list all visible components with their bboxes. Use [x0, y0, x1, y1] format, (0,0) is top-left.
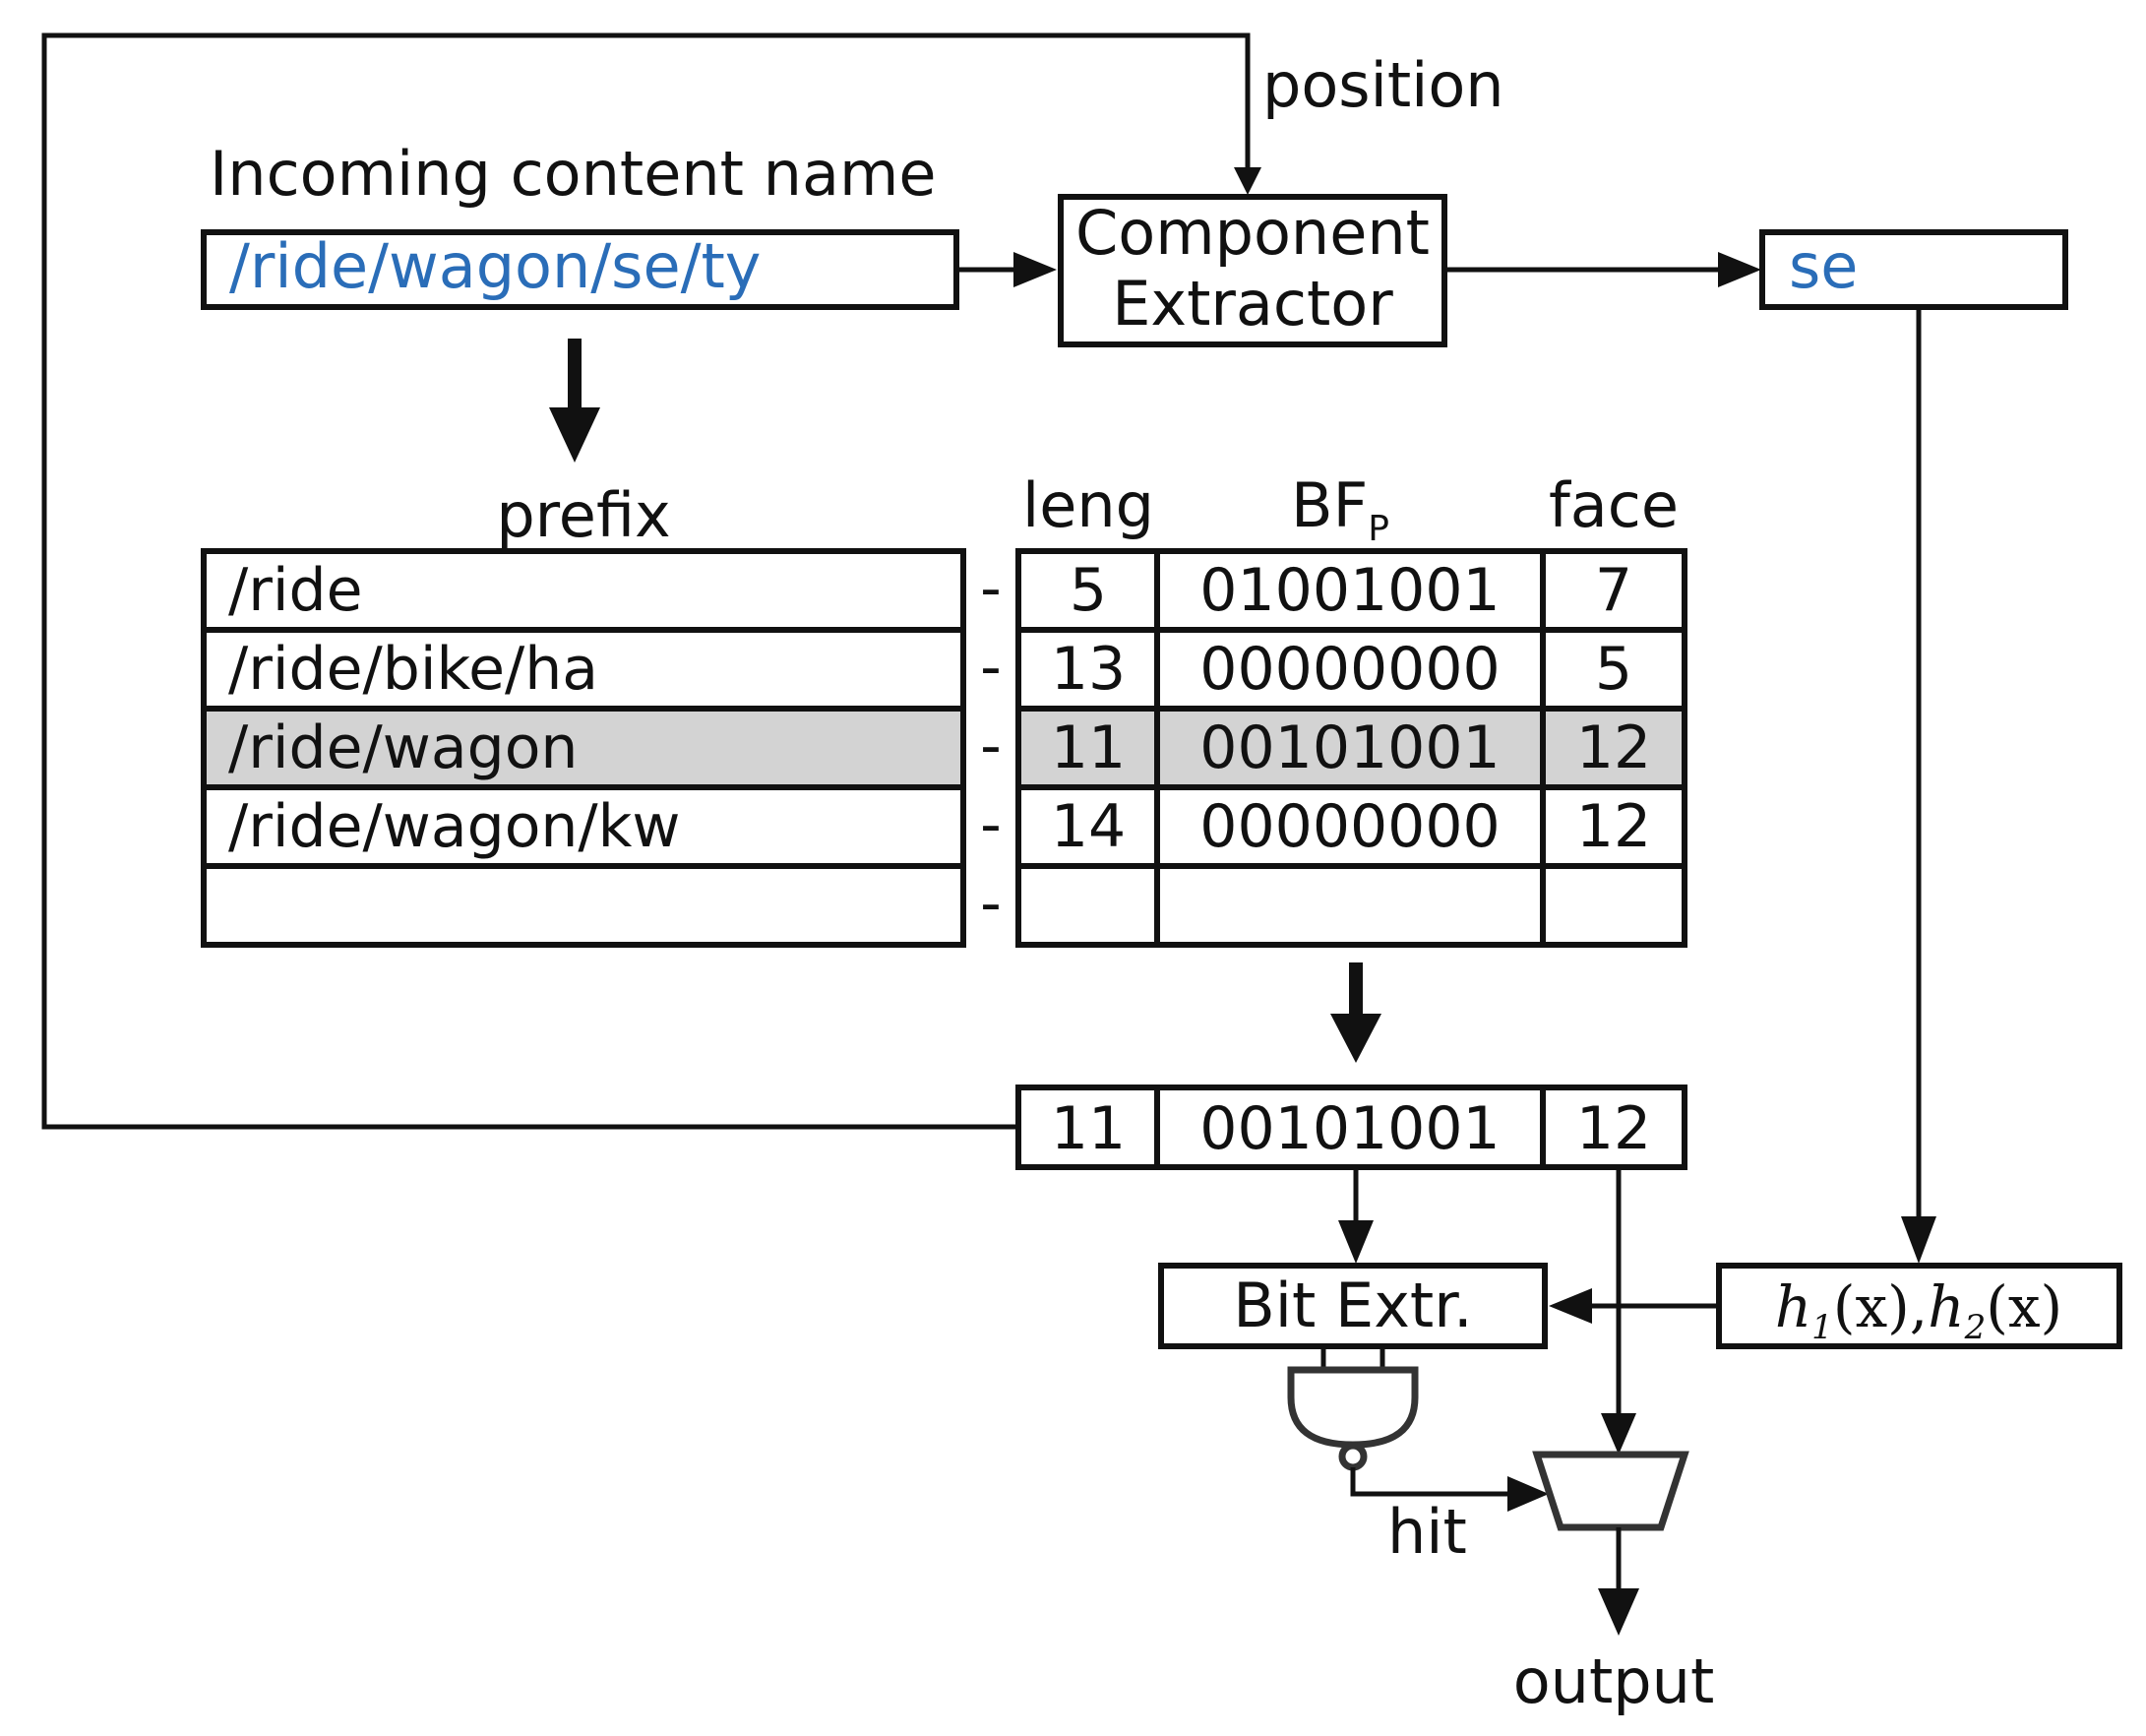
table-row-separator-dash: -	[980, 633, 1002, 702]
hash-h2: h	[1928, 1273, 1964, 1340]
table-cell-face	[1540, 706, 1687, 790]
table-face-text: 12	[1576, 792, 1651, 861]
component-extractor-label-line1: Component	[1075, 197, 1430, 269]
table-bf-text: 00101001	[1199, 713, 1500, 782]
multiplexer-icon	[1532, 1451, 1689, 1531]
hash-functions-box	[1716, 1263, 2122, 1349]
name-to-extractor-arrowhead	[1013, 252, 1057, 287]
table-row-separator-dash: -	[980, 869, 1002, 938]
bf-column-header: BFP	[1291, 469, 1389, 549]
table-face-text: 12	[1576, 713, 1651, 782]
prefix-column-header: prefix	[496, 479, 670, 551]
incoming-name-value: /ride/wagon/se/ty	[229, 230, 762, 302]
bf-header-subscript: P	[1368, 509, 1389, 549]
position-arrowhead	[1234, 167, 1261, 195]
table-cell-leng	[1015, 863, 1160, 948]
table-prefix-text: /ride	[228, 556, 363, 625]
position-label: position	[1262, 49, 1504, 121]
selected-leng: 11	[1051, 1094, 1126, 1163]
table-face-text: 7	[1595, 556, 1632, 625]
table-cell-face	[1540, 548, 1687, 633]
table-leng-text: 5	[1070, 556, 1107, 625]
hit-line	[1350, 1467, 1515, 1497]
table-row-separator-dash: -	[980, 712, 1002, 780]
table-bf-text: 00000000	[1199, 635, 1500, 704]
table-prefix-text: /ride/bike/ha	[228, 635, 598, 704]
table-cell-prefix	[201, 784, 966, 869]
table-cell-face	[1540, 863, 1687, 948]
table-row: /ride/bike/ha 13 00000000 5 -	[201, 627, 1687, 712]
hit-label: hit	[1387, 1496, 1467, 1568]
table-row: /ride/wagon/kw 14 00000000 12 -	[201, 784, 1687, 869]
selected-bf: 00101001	[1199, 1094, 1500, 1163]
table-leng-text: 14	[1051, 792, 1126, 861]
bf-to-bitextr-arrowhead	[1338, 1220, 1374, 1264]
selected-entry: 11 00101001 12	[1015, 1085, 1687, 1170]
table-row-separator-dash: -	[980, 790, 1002, 859]
bit-extractor-label: Bit Extr.	[1233, 1270, 1472, 1341]
face-to-mux-arrowhead	[1601, 1413, 1636, 1455]
table-face-text: 5	[1595, 635, 1632, 704]
leng-column-header: leng	[1022, 469, 1154, 541]
component-to-hash-arrowhead	[1901, 1216, 1936, 1264]
table-to-selected-arrowhead	[1330, 1014, 1381, 1063]
table-row: /ride 5 01001001 7 -	[201, 548, 1687, 633]
extractor-to-component-arrowhead	[1718, 252, 1761, 287]
table-cell-prefix	[201, 706, 966, 790]
position-feedback-line	[41, 32, 1251, 1130]
table-leng-text: 13	[1051, 635, 1126, 704]
table-bf-text: 01001001	[1199, 556, 1500, 625]
selected-face: 12	[1576, 1094, 1651, 1163]
table-row-separator-dash: -	[980, 554, 1002, 623]
selected-face-cell	[1540, 1085, 1687, 1170]
hash-h1-arg: (x)	[1833, 1273, 1910, 1340]
face-column-header: face	[1549, 469, 1679, 541]
table-prefix-text: /ride/wagon	[228, 713, 578, 782]
hash-functions-label: h1(x),h2(x)	[1775, 1273, 2062, 1347]
bit-extractor-box	[1158, 1263, 1548, 1349]
component-extractor-label-line2: Extractor	[1112, 268, 1393, 340]
table-bf-text: 00000000	[1199, 792, 1500, 861]
table-cell-face	[1540, 784, 1687, 869]
hash-separator: ,	[1910, 1273, 1928, 1340]
table-cell-prefix	[201, 863, 966, 948]
hash-to-bitextr-arrowhead	[1549, 1288, 1592, 1324]
table-row: /ride/wagon 11 00101001 12 -	[201, 706, 1687, 790]
hash-h1: h	[1775, 1273, 1811, 1340]
prefix-table: /ride 5 01001001 7 - /ride/bike/ha 13 00000000 5…	[201, 548, 1687, 948]
mux-to-output-arrowhead	[1598, 1588, 1639, 1636]
output-label: output	[1513, 1645, 1715, 1717]
table-leng-text: 11	[1051, 713, 1126, 782]
extracted-component-value: se	[1789, 230, 1858, 302]
extracted-component-box	[1759, 229, 2068, 310]
table-cell-leng	[1015, 548, 1160, 633]
table-cell-prefix	[201, 548, 966, 633]
hash-h2-subscript: 2	[1964, 1308, 1987, 1347]
nand-gate-icon	[1287, 1346, 1419, 1471]
hash-h1-subscript: 1	[1811, 1308, 1833, 1347]
name-to-table-arrowhead	[549, 407, 600, 463]
table-row: -	[201, 863, 1687, 948]
hit-arrowhead	[1507, 1476, 1549, 1512]
table-cell-prefix	[201, 627, 966, 712]
bf-header-text: BF	[1291, 469, 1368, 541]
table-cell-face	[1540, 627, 1687, 712]
incoming-label: Incoming content name	[210, 138, 937, 210]
table-cell-bf	[1154, 863, 1546, 948]
table-prefix-text: /ride/wagon/kw	[228, 792, 680, 861]
hash-h2-arg: (x)	[1986, 1273, 2062, 1340]
